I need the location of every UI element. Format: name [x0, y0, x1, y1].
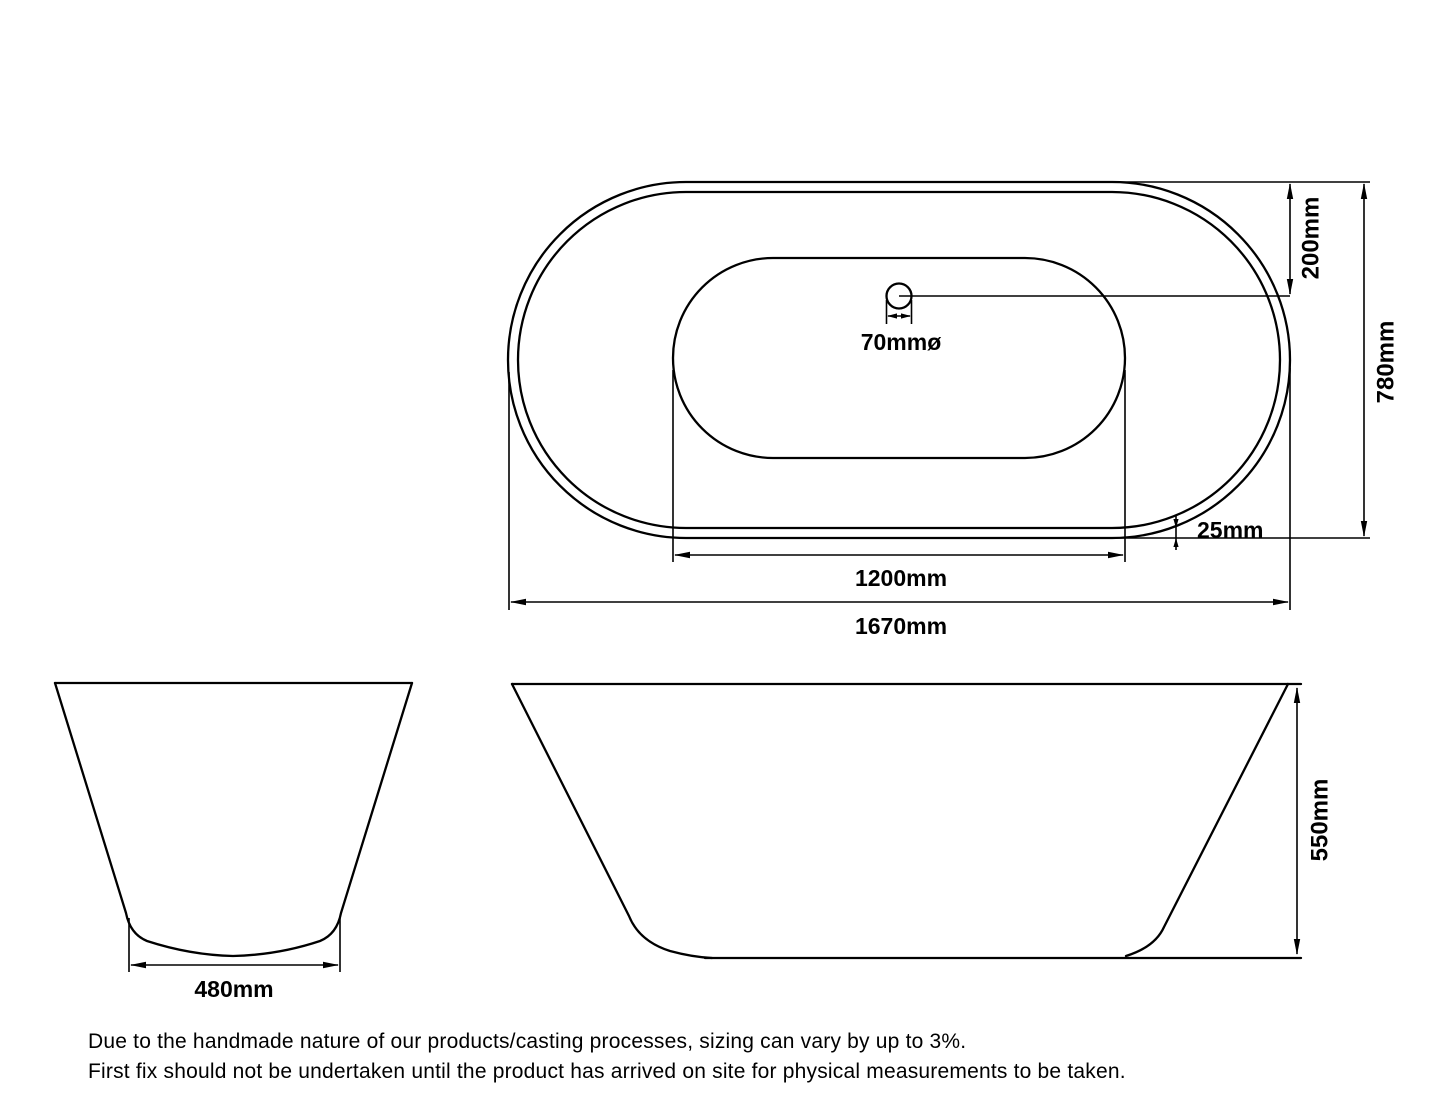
- dim-1200-label: 1200mm: [855, 565, 947, 591]
- footer-note-sizing-variance: Due to the handmade nature of our produc…: [88, 1030, 967, 1053]
- dim-25-arrow-down: [1173, 519, 1179, 528]
- dim-25-label: 25mm: [1197, 517, 1263, 543]
- dim-780-label: 780mm: [1373, 321, 1400, 404]
- dim-550-arrow-top: [1293, 687, 1301, 703]
- dim-550-arrow-bottom: [1293, 939, 1301, 955]
- drain-dim-arrow-right: [901, 313, 911, 319]
- dim-480-arrow-right: [323, 961, 339, 969]
- dim-1670-label: 1670mm: [855, 613, 947, 639]
- dim-1670-arrow-right: [1273, 598, 1289, 606]
- dim-200-arrow-bottom: [1286, 279, 1294, 295]
- end-view-body: [53, 681, 414, 958]
- dim-780-arrow-bottom: [1360, 521, 1368, 537]
- side-view: 550mm: [510, 682, 1334, 960]
- plan-inner-rim: [516, 190, 1282, 530]
- side-view-left-slope: [510, 682, 714, 960]
- dim-200-arrow-top: [1286, 183, 1294, 199]
- footer-note-first-fix: First fix should not be undertaken until…: [88, 1060, 1126, 1083]
- plan-outer-rim: [506, 180, 1292, 540]
- drain-dim-arrow-left: [887, 313, 897, 319]
- dim-1200-arrow-right: [1108, 551, 1124, 559]
- dim-780-arrow-top: [1360, 183, 1368, 199]
- dim-1200-arrow-left: [674, 551, 690, 559]
- dim-550-label: 550mm: [1307, 779, 1334, 862]
- dim-480-label: 480mm: [194, 976, 273, 1002]
- plan-basin-bottom: [671, 256, 1127, 460]
- dim-1670-arrow-left: [510, 598, 526, 606]
- dim-25-arrow-up: [1173, 538, 1179, 547]
- end-view: 480mm: [53, 681, 414, 1002]
- dim-480-arrow-left: [130, 961, 146, 969]
- plan-view: 70mmø 200mm 780mm 25mm 1: [506, 180, 1400, 639]
- drain-diameter-label: 70mmø: [861, 329, 942, 355]
- dim-200-label: 200mm: [1298, 197, 1325, 280]
- side-view-right-slope: [1124, 682, 1290, 958]
